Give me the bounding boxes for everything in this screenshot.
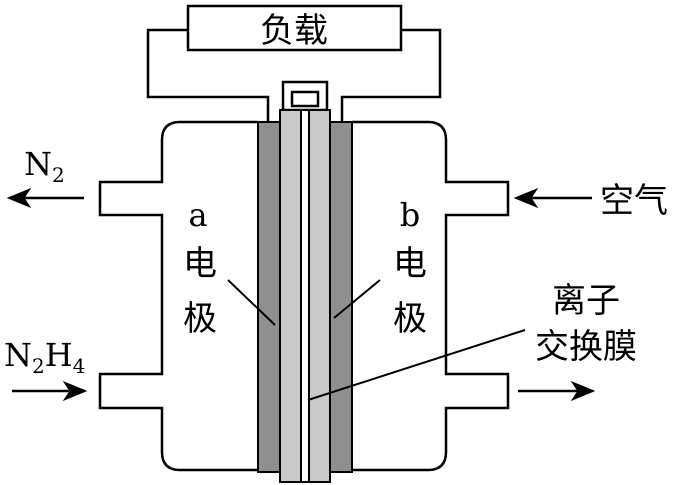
electrode-b-letter: b — [400, 196, 420, 234]
membrane-label-line1: 离子 — [552, 281, 620, 321]
membrane-label-line2: 交换膜 — [535, 327, 637, 367]
external-circuit — [146, 4, 442, 122]
cell-body — [98, 120, 510, 472]
electrode-a-char2: 极 — [183, 299, 217, 339]
electrode-a-pointer — [227, 279, 276, 326]
terminal-inner — [290, 90, 320, 108]
electrode-a — [257, 121, 281, 473]
ion-exchange-membrane — [300, 109, 310, 483]
air-arrow-head — [513, 187, 539, 209]
outlet-arrow-head — [570, 380, 596, 402]
left-chamber — [98, 120, 258, 472]
load-box — [186, 4, 403, 52]
electrode-b-pointer — [333, 279, 381, 319]
right-chamber — [352, 120, 510, 472]
right-wire — [340, 28, 442, 122]
electrode-a-letter: a — [188, 196, 207, 234]
n2-arrow-head — [6, 187, 32, 209]
load-label: 负载 — [260, 11, 328, 51]
pointer-lines — [227, 279, 526, 401]
n2h4-arrow-head — [62, 380, 88, 402]
n2-label: N2 — [24, 145, 65, 187]
plate-a — [279, 109, 302, 483]
electrode-stack — [257, 109, 353, 483]
left-wire — [146, 28, 270, 122]
electrode-a-char1: 电 — [183, 244, 217, 284]
n2h4-label: N2H4 — [4, 336, 85, 378]
electrode-b-char1: 电 — [393, 244, 427, 284]
air-label: 空气 — [600, 181, 668, 221]
membrane-pointer — [307, 329, 526, 401]
electrode-b — [329, 121, 353, 473]
arrows — [6, 187, 596, 402]
plate-b — [308, 109, 331, 483]
electrode-b-char2: 极 — [393, 299, 427, 339]
